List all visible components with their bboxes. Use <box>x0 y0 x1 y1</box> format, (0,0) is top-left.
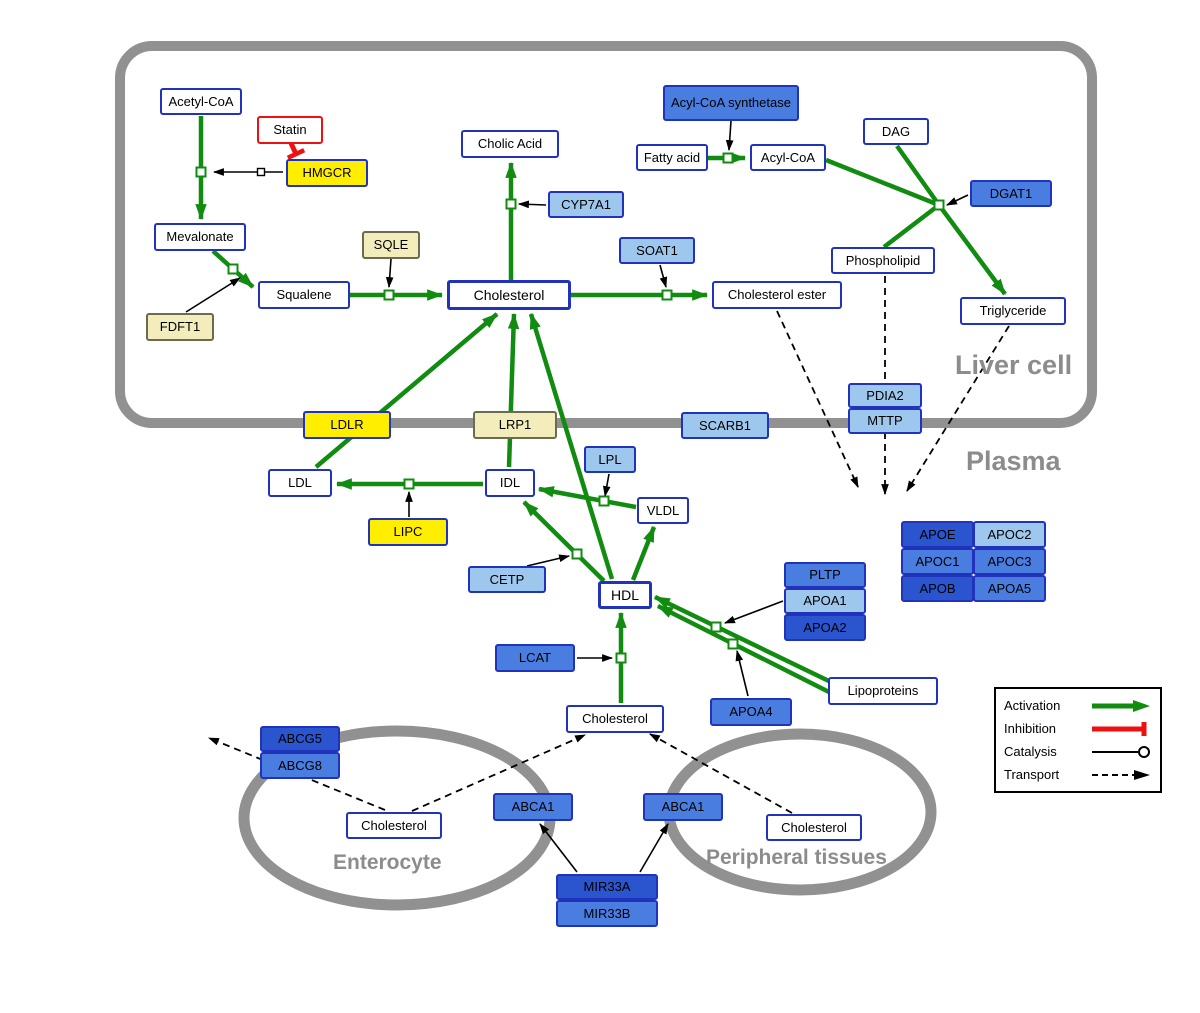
legend-row-catalysis: Catalysis <box>1004 740 1152 763</box>
node-pltp[interactable]: PLTP <box>784 562 866 588</box>
node-apob[interactable]: APOB <box>901 575 974 602</box>
node-abcg8[interactable]: ABCG8 <box>260 752 340 779</box>
plasma-label: Plasma <box>966 446 1061 476</box>
node-mttp[interactable]: MTTP <box>848 408 922 434</box>
liver-cell-membrane <box>115 41 1097 428</box>
node-apoa4[interactable]: APOA4 <box>710 698 792 726</box>
legend: Activation Inhibition Catalysis Transpor… <box>994 687 1162 793</box>
node-acetyl-coa[interactable]: Acetyl-CoA <box>160 88 242 115</box>
node-cholesterol-plasma[interactable]: Cholesterol <box>566 705 664 733</box>
node-apoe[interactable]: APOE <box>901 521 974 548</box>
node-mir33b[interactable]: MIR33B <box>556 900 658 927</box>
legend-row-inhibition: Inhibition <box>1004 717 1152 740</box>
inhibition-bar-icon <box>1092 721 1147 736</box>
legend-catalysis-label: Catalysis <box>1004 744 1057 759</box>
catalysis-edges <box>185 120 969 873</box>
node-cyp7a1[interactable]: CYP7A1 <box>548 191 624 218</box>
liver-cell-label: Liver cell <box>955 350 1073 380</box>
node-apoc1[interactable]: APOC1 <box>901 548 974 575</box>
node-apoa2[interactable]: APOA2 <box>784 614 866 641</box>
node-lpl[interactable]: LPL <box>584 446 636 473</box>
node-idl[interactable]: IDL <box>485 469 535 497</box>
transport-arrow-icon <box>1092 769 1150 780</box>
catalysis-line-icon <box>1092 745 1150 758</box>
node-lipc[interactable]: LIPC <box>368 518 448 546</box>
node-acyl-coa[interactable]: Acyl-CoA <box>750 144 826 171</box>
node-fatty-acid[interactable]: Fatty acid <box>636 144 708 171</box>
node-ldlr[interactable]: LDLR <box>303 411 391 439</box>
node-hdl[interactable]: HDL <box>598 581 652 609</box>
activation-arrow-icon <box>1092 699 1150 712</box>
node-apoa5[interactable]: APOA5 <box>973 575 1046 602</box>
activation-edges <box>195 116 1007 703</box>
legend-inhibition-label: Inhibition <box>1004 721 1057 736</box>
node-cholesterol-peripheral[interactable]: Cholesterol <box>766 814 862 841</box>
legend-activation-label: Activation <box>1004 698 1061 713</box>
node-fdft1[interactable]: FDFT1 <box>146 313 214 341</box>
transport-edges <box>207 276 1010 814</box>
node-soat1[interactable]: SOAT1 <box>619 237 695 264</box>
node-abca1-enterocyte[interactable]: ABCA1 <box>493 793 573 821</box>
node-sqle[interactable]: SQLE <box>362 231 420 259</box>
node-lrp1[interactable]: LRP1 <box>473 411 557 439</box>
node-cholesterol-liver[interactable]: Cholesterol <box>447 280 571 310</box>
node-cholic-acid[interactable]: Cholic Acid <box>461 130 559 158</box>
node-squalene[interactable]: Squalene <box>258 281 350 309</box>
node-lcat[interactable]: LCAT <box>495 644 575 672</box>
node-cetp[interactable]: CETP <box>468 566 546 593</box>
reaction-nodes <box>195 152 945 664</box>
node-dgat1[interactable]: DGAT1 <box>970 180 1052 207</box>
enterocyte-label: Enterocyte <box>333 851 442 874</box>
node-vldl[interactable]: VLDL <box>637 497 689 524</box>
node-abca1-peripheral[interactable]: ABCA1 <box>643 793 723 821</box>
node-triglyceride[interactable]: Triglyceride <box>960 297 1066 325</box>
node-acyl-coa-synthetase[interactable]: Acyl-CoA synthetase <box>663 85 799 121</box>
node-apoa1[interactable]: APOA1 <box>784 588 866 614</box>
legend-row-transport: Transport <box>1004 763 1152 786</box>
peripheral-tissues-label: Peripheral tissues <box>706 846 887 869</box>
node-scarb1[interactable]: SCARB1 <box>681 412 769 439</box>
node-pdia2[interactable]: PDIA2 <box>848 383 922 408</box>
node-mir33a[interactable]: MIR33A <box>556 874 658 900</box>
node-hmgcr[interactable]: HMGCR <box>286 159 368 187</box>
node-cholesterol-ester[interactable]: Cholesterol ester <box>712 281 842 309</box>
node-cholesterol-enterocyte[interactable]: Cholesterol <box>346 812 442 839</box>
legend-transport-label: Transport <box>1004 767 1060 782</box>
node-dag[interactable]: DAG <box>863 118 929 145</box>
node-ldl[interactable]: LDL <box>268 469 332 497</box>
node-lipoproteins[interactable]: Lipoproteins <box>828 677 938 705</box>
node-statin[interactable]: Statin <box>257 116 323 144</box>
legend-row-activation: Activation <box>1004 694 1152 717</box>
node-apoc2[interactable]: APOC2 <box>973 521 1046 548</box>
node-mevalonate[interactable]: Mevalonate <box>154 223 246 251</box>
node-abcg5[interactable]: ABCG5 <box>260 726 340 752</box>
node-phospholipid[interactable]: Phospholipid <box>831 247 935 274</box>
node-apoc3[interactable]: APOC3 <box>973 548 1046 575</box>
